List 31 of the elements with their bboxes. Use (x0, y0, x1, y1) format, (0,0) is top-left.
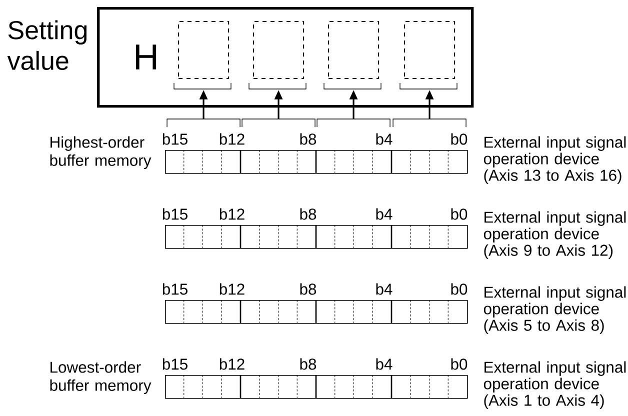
register-bar (165, 374, 468, 399)
bit-label: b12 (220, 283, 244, 295)
bit-label: b4 (376, 208, 392, 220)
bit-label: b8 (300, 283, 316, 295)
register-bar (165, 224, 468, 249)
title: Setting value (7, 20, 87, 70)
bit-label: b4 (376, 283, 392, 295)
bit-label: b0 (451, 283, 468, 295)
bit-label: b8 (300, 208, 316, 220)
bit-label: b4 (376, 358, 392, 370)
memory-label: Highest-order buffer memory (50, 136, 152, 170)
bit-label: b15 (162, 208, 188, 220)
digit-box (178, 21, 230, 80)
register-bar (165, 150, 468, 174)
bit-label: b15 (162, 358, 188, 370)
digit-box (404, 21, 456, 80)
bit-label: b12 (220, 208, 244, 220)
memory-label: Lowest-order buffer memory (50, 361, 152, 394)
device-note: External input signal operation device (Axis 5 to Axis 8) (484, 286, 626, 334)
bit-label: b15 (162, 283, 188, 295)
bit-label: b0 (451, 208, 468, 220)
bit-label: b8 (300, 358, 316, 370)
device-note: External input signal operation device (Axis 13 to Axis 16) (484, 136, 626, 184)
digit-box (328, 21, 380, 80)
digit-box (253, 21, 304, 80)
register-bar (165, 300, 468, 324)
device-note: External input signal operation device (Axis 1 to Axis 4) (484, 361, 626, 409)
hex-prefix: H (136, 44, 156, 70)
bit-label: b12 (220, 358, 244, 370)
bit-label: b0 (451, 358, 468, 370)
device-note: External input signal operation device (Axis 9 to Axis 12) (484, 211, 626, 259)
